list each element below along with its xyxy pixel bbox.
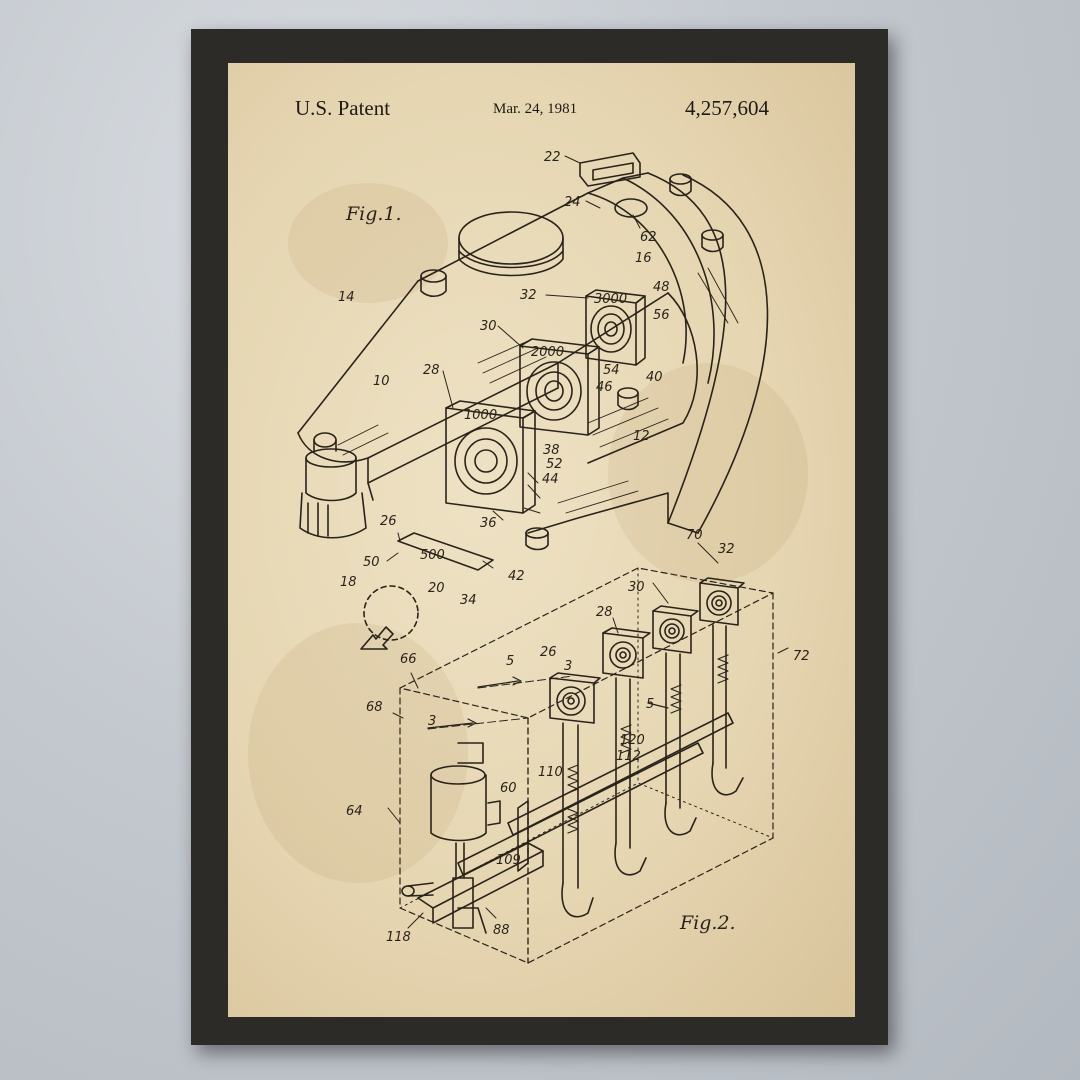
svg-text:50: 50 <box>363 555 380 570</box>
svg-text:40: 40 <box>646 370 663 385</box>
target-box-3000: 3000 <box>585 289 646 366</box>
paper-stain <box>248 623 468 883</box>
alley-left-edge <box>297 280 419 434</box>
svg-text:32: 32 <box>520 288 537 303</box>
lever-assembly <box>401 842 544 934</box>
score-box-label: 2000 <box>531 345 564 360</box>
score-box-label: 1000 <box>464 408 497 423</box>
svg-text:66: 66 <box>400 652 417 667</box>
svg-text:34: 34 <box>460 593 477 608</box>
patent-print: U.S. Patent Mar. 24, 1981 4,257,604 <box>228 63 855 1017</box>
score-box-label: 3000 <box>594 292 627 307</box>
post <box>420 269 447 298</box>
figure-label: Fig.2. <box>679 912 736 934</box>
svg-text:38: 38 <box>543 443 560 458</box>
svg-text:46: 46 <box>596 380 613 395</box>
svg-text:64: 64 <box>346 804 363 819</box>
svg-text:12: 12 <box>633 429 650 444</box>
svg-text:62: 62 <box>640 230 657 245</box>
ramp-rail <box>682 174 769 534</box>
svg-text:20: 20 <box>428 581 445 596</box>
ball-disc <box>614 198 648 218</box>
paper-stain <box>608 363 808 583</box>
svg-text:120: 120 <box>620 733 645 748</box>
post <box>617 387 639 411</box>
svg-text:14: 14 <box>338 290 355 305</box>
svg-text:3: 3 <box>564 659 572 674</box>
patent-date: Mar. 24, 1981 <box>493 101 578 117</box>
crossbar <box>457 742 704 876</box>
svg-text:30: 30 <box>628 580 645 595</box>
svg-text:36: 36 <box>480 516 497 531</box>
fig1-drawing: 1000 2000 3000 <box>297 150 769 650</box>
svg-text:32: 32 <box>718 542 735 557</box>
patent-number: 4,257,604 <box>685 96 769 120</box>
post <box>669 173 692 197</box>
svg-text:112: 112 <box>616 749 641 764</box>
svg-text:109: 109 <box>496 853 521 868</box>
post <box>701 229 724 253</box>
spring <box>567 654 729 834</box>
score-plate-label: 500 <box>420 548 445 563</box>
svg-text:44: 44 <box>542 472 559 487</box>
patent-header: U.S. Patent Mar. 24, 1981 4,257,604 <box>228 96 855 126</box>
svg-text:24: 24 <box>564 195 581 210</box>
ball-return-disc <box>458 211 564 277</box>
svg-text:70: 70 <box>686 528 703 543</box>
crossbar <box>507 712 734 836</box>
svg-text:3: 3 <box>428 714 436 729</box>
pedestal <box>299 432 367 539</box>
solenoid <box>430 742 501 879</box>
svg-text:28: 28 <box>596 605 613 620</box>
svg-text:54: 54 <box>603 363 620 378</box>
svg-text:5: 5 <box>646 697 654 712</box>
ramp-rail <box>647 172 727 524</box>
svg-text:5: 5 <box>506 654 514 669</box>
fig2-drawing: 70 32 30 28 72 66 26 3 5 68 3 120 5 112 … <box>346 528 810 964</box>
ball-launch-indicator <box>363 585 419 641</box>
svg-text:60: 60 <box>500 781 517 796</box>
target-post <box>602 627 651 876</box>
post <box>525 527 549 551</box>
svg-text:16: 16 <box>635 251 652 266</box>
svg-text:48: 48 <box>653 280 670 295</box>
svg-text:42: 42 <box>508 569 525 584</box>
patent-drawing: 1000 2000 3000 <box>297 150 810 964</box>
svg-text:28: 28 <box>423 363 440 378</box>
svg-text:88: 88 <box>493 923 510 938</box>
svg-text:22: 22 <box>544 150 561 165</box>
score-plate: 500 <box>397 532 494 571</box>
svg-text:52: 52 <box>546 457 563 472</box>
svg-text:72: 72 <box>793 649 810 664</box>
svg-text:26: 26 <box>540 645 557 660</box>
svg-text:30: 30 <box>480 319 497 334</box>
launch-arrow-icon <box>360 626 394 650</box>
ball-stop-bracket <box>579 152 641 187</box>
figure-label: Fig.1. <box>345 203 402 225</box>
svg-text:26: 26 <box>380 514 397 529</box>
svg-text:68: 68 <box>366 700 383 715</box>
target-box-2000: 2000 <box>519 338 600 436</box>
target-box-1000: 1000 <box>445 400 536 514</box>
svg-text:10: 10 <box>373 374 390 389</box>
svg-text:18: 18 <box>340 575 357 590</box>
target-post <box>549 672 601 918</box>
svg-text:118: 118 <box>386 930 411 945</box>
svg-text:110: 110 <box>538 765 563 780</box>
target-post <box>652 605 699 836</box>
target-post <box>699 577 745 796</box>
patent-label: U.S. Patent <box>295 96 391 120</box>
svg-text:56: 56 <box>653 308 670 323</box>
